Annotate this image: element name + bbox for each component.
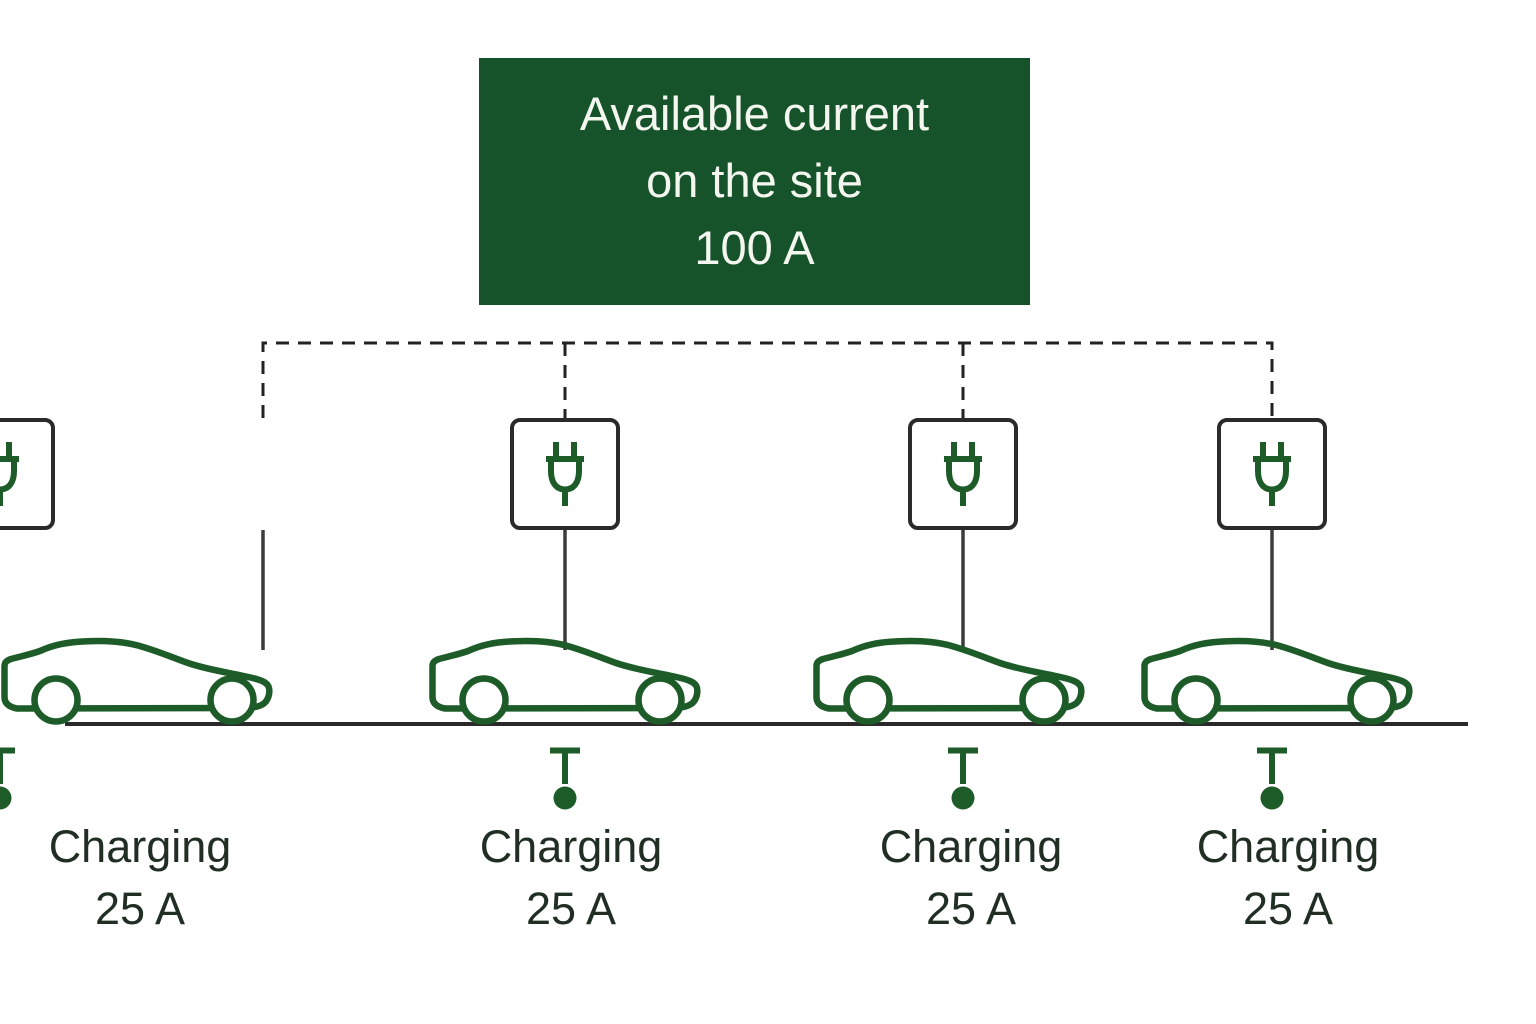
panel-line-1: Available current <box>579 87 930 140</box>
front-wheel <box>459 675 509 725</box>
dashed-bus-line <box>261 341 1274 418</box>
charging-status-label: Charging <box>1196 821 1380 872</box>
front-wheel <box>843 675 893 725</box>
rear-wheel <box>1347 675 1397 725</box>
panel-line-2: on the site <box>646 154 863 207</box>
charging-status-label: Charging <box>879 821 1063 872</box>
charging-status-label: Charging <box>479 821 663 872</box>
charging-contact-icon <box>0 747 15 810</box>
plug-icon <box>1253 442 1291 506</box>
car-icon <box>429 637 701 725</box>
charging-current-label: 25 A <box>525 883 617 934</box>
charging-station-box <box>1217 418 1327 530</box>
charging-contact-icon <box>1257 747 1287 810</box>
charging-current-label: 25 A <box>94 883 186 934</box>
panel-line-3: 100 A <box>694 221 815 274</box>
rear-wheel <box>635 675 685 725</box>
rear-wheel <box>207 675 257 725</box>
plug-icon <box>944 442 982 506</box>
rear-wheel <box>1019 675 1069 725</box>
charging-station-box <box>0 418 55 530</box>
car-icon <box>1141 637 1413 725</box>
front-wheel <box>1171 675 1221 725</box>
charging-label: Charging 25 A <box>1148 816 1428 940</box>
charging-label: Charging 25 A <box>431 816 711 940</box>
charging-station-box <box>510 418 620 530</box>
charging-current-label: 25 A <box>925 883 1017 934</box>
car-icon <box>1 637 273 725</box>
charging-cable-line <box>261 530 1274 650</box>
charging-label: Charging 25 A <box>831 816 1111 940</box>
available-current-panel: Available current on the site 100 A <box>479 58 1030 305</box>
charging-status-label: Charging <box>48 821 232 872</box>
charging-contact-icon <box>550 747 580 810</box>
charging-station-box <box>908 418 1018 530</box>
plug-icon <box>0 442 19 506</box>
charging-label: Charging 25 A <box>0 816 280 940</box>
plug-icon <box>546 442 584 506</box>
front-wheel <box>31 675 81 725</box>
charging-contact-icon <box>948 747 978 810</box>
charging-current-label: 25 A <box>1242 883 1334 934</box>
car-icon <box>813 637 1085 725</box>
